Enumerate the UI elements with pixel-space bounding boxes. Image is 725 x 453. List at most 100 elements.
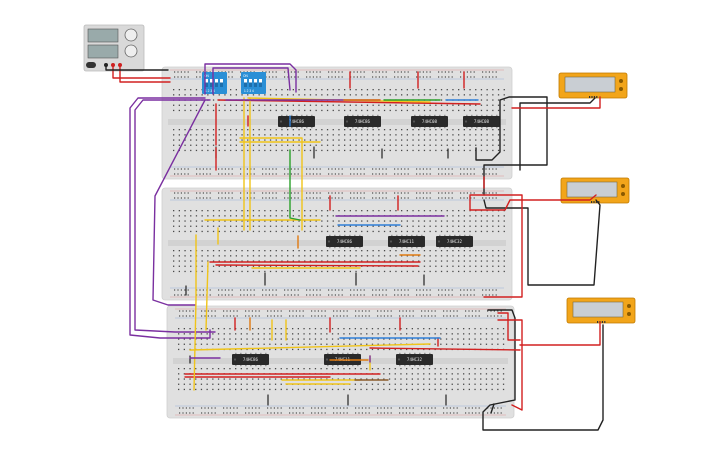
terminal-hole[interactable] (378, 144, 380, 146)
terminal-hole[interactable] (258, 255, 260, 257)
terminal-hole[interactable] (195, 144, 198, 146)
terminal-hole[interactable] (326, 225, 329, 227)
terminal-hole[interactable] (292, 89, 294, 91)
terminal-hole[interactable] (337, 348, 339, 351)
terminal-hole[interactable] (190, 94, 192, 96)
terminal-hole[interactable] (258, 139, 260, 141)
terminal-hole[interactable] (366, 388, 368, 391)
terminal-hole[interactable] (269, 149, 272, 152)
terminal-hole[interactable] (423, 210, 426, 212)
terminal-hole[interactable] (326, 104, 329, 106)
terminal-hole[interactable] (314, 328, 317, 330)
terminal-hole[interactable] (309, 348, 311, 351)
terminal-hole[interactable] (247, 109, 249, 112)
wire-green[interactable] (289, 149, 301, 221)
terminal-hole[interactable] (252, 225, 255, 227)
terminal-hole[interactable] (298, 270, 300, 273)
rail-hole[interactable] (228, 294, 230, 296)
terminal-hole[interactable] (480, 368, 482, 370)
terminal-hole[interactable] (297, 378, 299, 380)
terminal-hole[interactable] (190, 104, 192, 106)
terminal-hole[interactable] (497, 149, 500, 152)
rail-hole[interactable] (444, 173, 446, 175)
rail-hole[interactable] (421, 407, 423, 409)
rail-hole[interactable] (375, 294, 377, 296)
rail-hole[interactable] (224, 289, 226, 291)
terminal-hole[interactable] (411, 348, 413, 351)
rail-hole[interactable] (358, 407, 360, 409)
rail-hole[interactable] (180, 289, 182, 291)
terminal-hole[interactable] (492, 225, 494, 227)
rail-hole[interactable] (482, 173, 484, 175)
terminal-hole[interactable] (423, 144, 426, 146)
rail-hole[interactable] (196, 192, 198, 194)
terminal-hole[interactable] (452, 210, 454, 212)
rail-hole[interactable] (495, 76, 497, 78)
terminal-hole[interactable] (378, 149, 380, 152)
terminal-hole[interactable] (309, 270, 312, 273)
rail-hole[interactable] (224, 294, 226, 296)
rail-hole[interactable] (338, 192, 340, 194)
terminal-hole[interactable] (440, 328, 442, 330)
terminal-hole[interactable] (235, 210, 237, 212)
terminal-hole[interactable] (247, 94, 249, 96)
terminal-hole[interactable] (269, 134, 272, 136)
terminal-hole[interactable] (287, 260, 289, 262)
wire-black[interactable] (519, 97, 596, 171)
terminal-hole[interactable] (207, 220, 209, 222)
terminal-hole[interactable] (298, 139, 300, 141)
terminal-hole[interactable] (429, 144, 431, 146)
terminal-hole[interactable] (218, 134, 220, 136)
terminal-hole[interactable] (189, 338, 191, 340)
terminal-hole[interactable] (452, 134, 454, 136)
terminal-hole[interactable] (480, 333, 482, 335)
terminal-hole[interactable] (252, 149, 255, 152)
terminal-hole[interactable] (264, 260, 266, 262)
terminal-hole[interactable] (434, 343, 436, 345)
dip-toggle-slot[interactable] (205, 79, 208, 87)
rail-hole[interactable] (184, 192, 186, 194)
terminal-hole[interactable] (287, 210, 289, 212)
rail-hole[interactable] (240, 197, 242, 199)
terminal-hole[interactable] (178, 94, 180, 96)
terminal-hole[interactable] (440, 225, 443, 227)
terminal-hole[interactable] (292, 129, 294, 131)
rail-hole[interactable] (399, 310, 401, 312)
terminal-hole[interactable] (349, 220, 351, 222)
terminal-hole[interactable] (497, 104, 500, 106)
terminal-hole[interactable] (332, 220, 334, 222)
rail-hole[interactable] (338, 168, 340, 170)
rail-hole[interactable] (214, 412, 216, 414)
terminal-hole[interactable] (246, 343, 248, 345)
terminal-hole[interactable] (435, 134, 437, 136)
rail-hole[interactable] (438, 71, 440, 73)
terminal-hole[interactable] (195, 388, 197, 391)
rail-hole[interactable] (343, 310, 345, 312)
terminal-hole[interactable] (230, 89, 232, 91)
terminal-hole[interactable] (412, 220, 414, 222)
terminal-hole[interactable] (264, 94, 266, 96)
terminal-hole[interactable] (309, 368, 311, 370)
terminal-hole[interactable] (224, 104, 226, 106)
terminal-hole[interactable] (401, 89, 403, 91)
terminal-hole[interactable] (440, 139, 443, 141)
terminal-hole[interactable] (326, 215, 329, 217)
terminal-hole[interactable] (338, 144, 340, 146)
terminal-hole[interactable] (480, 265, 483, 267)
terminal-hole[interactable] (497, 134, 500, 136)
rail-hole[interactable] (311, 407, 313, 409)
terminal-hole[interactable] (252, 215, 255, 217)
terminal-hole[interactable] (378, 220, 380, 222)
terminal-hole[interactable] (475, 250, 477, 252)
terminal-hole[interactable] (269, 104, 272, 106)
rail-hole[interactable] (363, 294, 365, 296)
rail-hole[interactable] (268, 168, 270, 170)
terminal-hole[interactable] (440, 129, 443, 131)
terminal-hole[interactable] (372, 260, 374, 262)
rail-hole[interactable] (470, 197, 472, 199)
terminal-hole[interactable] (304, 139, 306, 141)
terminal-hole[interactable] (354, 348, 356, 351)
rail-hole[interactable] (319, 71, 321, 73)
terminal-hole[interactable] (474, 338, 476, 340)
terminal-hole[interactable] (190, 129, 192, 131)
